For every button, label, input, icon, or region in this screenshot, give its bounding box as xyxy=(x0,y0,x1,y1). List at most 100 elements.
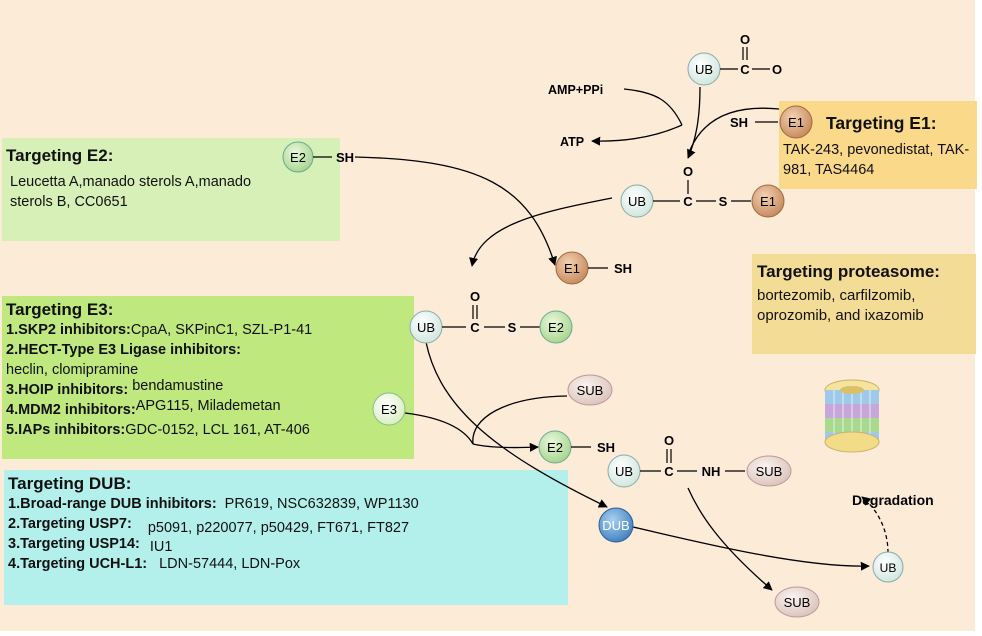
e2-label-3: E2 xyxy=(547,440,563,455)
targeting-e1-text: TAK-243, pevonedistat, TAK-981, TAS4464 xyxy=(783,142,970,178)
ub-label: UB xyxy=(695,62,713,77)
oxygen-label-3: O xyxy=(683,164,693,179)
oxygen-label: O xyxy=(740,32,750,47)
carbon-label-3: C xyxy=(470,320,480,335)
dub-item-1-label: 1.Broad-range DUB inhibitors: xyxy=(8,496,217,512)
dub-item-2-label: 2.Targeting USP7: xyxy=(8,516,132,532)
ub-label-5: UB xyxy=(880,561,897,575)
proteasome-icon xyxy=(824,379,880,453)
sub-label-3: SUB xyxy=(784,595,811,610)
sub-label: SUB xyxy=(577,383,604,398)
targeting-e3-title: Targeting E3: xyxy=(6,300,114,319)
ub-to-dub-arrow xyxy=(425,341,608,508)
targeting-e2-box: Targeting E2: Leucetta A,manado sterols … xyxy=(6,146,336,212)
dub-item-4: 4.Targeting UCH-L1: LDN-57444, LDN-Pox xyxy=(8,554,564,574)
e1-to-e3-arrow xyxy=(469,197,613,267)
dub-item-3-label: 3.Targeting USP14: xyxy=(8,536,140,552)
dub-item-2-value: p5091, p220077, p50429, FT671, FT827 xyxy=(147,520,410,536)
e2-label: E2 xyxy=(290,150,306,165)
e1-label: E1 xyxy=(788,115,804,130)
nh-label: NH xyxy=(702,464,721,479)
e3-item-4-label: 4.MDM2 inhibitors: xyxy=(6,402,136,418)
targeting-dub-title: Targeting DUB: xyxy=(8,474,132,493)
targeting-e2-line1: Leucetta A,manado sterols A,manado xyxy=(10,174,252,190)
e3-item-5-value: GDC-0152, LCL 161, AT-406 xyxy=(125,422,310,438)
e3-curve xyxy=(404,412,474,445)
sh-label-3: SH xyxy=(614,261,632,276)
e3-sub-to-e2-arrow xyxy=(472,442,539,452)
sub-node-2 xyxy=(746,455,792,487)
atp-label: ATP xyxy=(560,135,584,149)
e1-box-bg xyxy=(779,101,977,189)
e3-item-4: 4.MDM2 inhibitors:APG115, Milademetan xyxy=(6,398,412,420)
e2-label-2: E2 xyxy=(548,320,564,335)
e3-item-3-value: bendamustine xyxy=(132,378,224,394)
oxygen-label-5: O xyxy=(664,433,674,448)
dub-label: DUB xyxy=(602,518,629,533)
sub-curve xyxy=(472,395,568,445)
e1-sh-group: SH E1 xyxy=(730,105,813,139)
e3-item-4-value: APG115, Milademetan xyxy=(135,398,281,414)
e3-item-3: 3.HOIP inhibitors: bendamustine xyxy=(6,378,412,400)
sh-label-4: SH xyxy=(597,440,615,455)
proteasome-box-bg xyxy=(752,254,976,354)
targeting-e2-title: Targeting E2: xyxy=(6,146,114,165)
e1-sh-curve xyxy=(689,107,780,151)
targeting-proteasome-line1: bortezomib, carfilzomib, xyxy=(757,287,916,304)
sulfur-label: S xyxy=(719,194,728,209)
targeting-dub-box: Targeting DUB: 1.Broad-range DUB inhibit… xyxy=(8,474,564,574)
degradation-arrow xyxy=(861,496,889,554)
sub-node-3 xyxy=(774,586,820,618)
targeting-e1-title: Targeting E1: xyxy=(826,113,937,133)
carbon-label: C xyxy=(740,62,750,77)
sub-label-2: SUB xyxy=(756,464,783,479)
e1-node xyxy=(779,105,813,139)
dub-to-sub-arrow xyxy=(687,487,773,591)
dub-box-bg xyxy=(4,470,568,605)
e2-to-e1sh-arrow xyxy=(354,156,557,266)
carbon-label-2: C xyxy=(683,194,693,209)
e3-box-bg xyxy=(2,296,414,459)
targeting-e3-box: Targeting E3: 1.SKP2 inhibitors:CpaA, SK… xyxy=(6,300,412,440)
dub-item-1: 1.Broad-range DUB inhibitors: PR619, NSC6… xyxy=(8,494,564,514)
e1-node-2 xyxy=(751,184,785,218)
e1-label-3: E1 xyxy=(564,261,580,276)
dub-item-2: 2.Targeting USP7: p5091, p220077, p50429,… xyxy=(8,514,564,536)
oxygen-label-4: O xyxy=(470,289,480,304)
e1-activation-arrow xyxy=(687,86,701,159)
ub-thioester-e1: O UB C S E1 xyxy=(620,164,785,218)
ub-label-3: UB xyxy=(417,320,435,335)
oxygen-label-2: O xyxy=(772,62,782,77)
dub-node xyxy=(598,507,634,543)
e2-sh-group: E2 SH xyxy=(282,141,354,173)
sh-label-2: SH xyxy=(336,150,354,165)
sub-node xyxy=(567,374,613,406)
atp-arrow xyxy=(591,124,683,146)
dub-item-1-value: PR619, NSC632839, WP1130 xyxy=(224,496,419,512)
carbon-label-4: C xyxy=(664,464,674,479)
e3-item-2-value: heclin, clomipramine xyxy=(6,362,139,378)
dub-item-4-value: LDN-57444, LDN-Pox xyxy=(159,556,301,572)
e2-sh-group-2: E2 SH xyxy=(538,430,615,464)
targeting-e1-box: Targeting E1: TAK-243, pevonedistat, TAK… xyxy=(783,113,977,180)
ub-carboxyl-group: UB C O O xyxy=(687,32,782,86)
e3-item-3-label: 3.HOIP inhibitors: xyxy=(6,382,129,398)
e3-item-2: 2.HECT-Type E3 Ligase inhibitors: xyxy=(6,340,412,360)
sh-label: SH xyxy=(730,115,748,130)
ub-node-5 xyxy=(872,551,904,583)
e3-node xyxy=(372,392,406,426)
e3-item-5: 5.IAPs inhibitors:GDC-0152, LCL 161, AT-… xyxy=(6,420,412,440)
targeting-e2-line2: sterols B, CC0651 xyxy=(10,194,128,210)
amp-ppi-label: AMP+PPi xyxy=(548,83,603,97)
dub-item-3: 3.Targeting USP14:IU1 xyxy=(8,534,564,555)
dub-item-4-label: 4.Targeting UCH-L1: xyxy=(8,556,148,572)
ub-thioester-e2: O UB C S E2 xyxy=(409,289,573,344)
targeting-proteasome-line2: oprozomib, and ixazomib xyxy=(757,307,924,324)
e3-item-2-label: 2.HECT-Type E3 Ligase inhibitors: xyxy=(6,342,241,358)
e3-item-1-value: CpaA, SKPinC1, SZL-P1-41 xyxy=(130,322,313,338)
e1-label-2: E1 xyxy=(760,194,776,209)
ub-label-2: UB xyxy=(628,194,646,209)
e1-free-group: E1 SH xyxy=(555,251,632,285)
